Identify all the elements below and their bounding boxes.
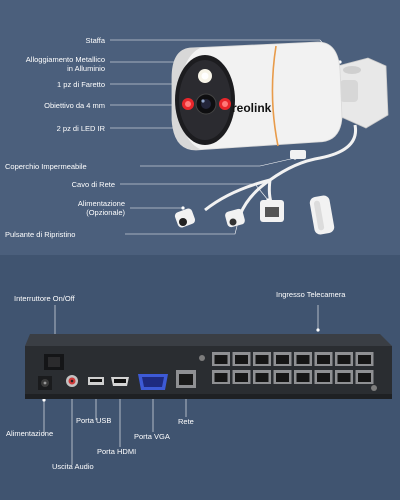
screw	[199, 355, 205, 361]
poe-port-socket	[296, 373, 310, 382]
reset-button	[225, 208, 245, 228]
label-porta-usb: Porta USB	[76, 416, 112, 425]
label-interruttore: Interruttore On/Off	[14, 294, 75, 303]
label-uscita-audio: Uscita Audio	[52, 462, 94, 471]
poe-port-socket	[317, 355, 330, 364]
power-switch	[44, 354, 64, 370]
label-rete: Rete	[178, 417, 194, 426]
label-ripristino: Pulsante di Ripristino	[5, 230, 76, 239]
poe-port-socket	[358, 355, 371, 364]
screw-2	[371, 385, 377, 391]
dc-power-input	[38, 376, 52, 390]
poe-port-socket	[255, 373, 269, 382]
label-alimentazione-line2: (Opzionale)	[86, 208, 125, 217]
label-ingresso-telecamera: Ingresso Telecamera	[276, 290, 346, 299]
cable-coupler	[290, 150, 306, 159]
label-nvr-alimentazione: Alimentazione	[6, 429, 54, 438]
lan-port	[176, 370, 196, 388]
poe-port-socket	[276, 355, 289, 364]
audio-output	[66, 375, 78, 387]
poe-port-socket	[317, 373, 330, 382]
label-alloggiamento-line1: Alloggiamento Metallico	[25, 55, 105, 64]
power-plug	[174, 208, 196, 228]
poe-port-socket	[235, 373, 248, 382]
label-alimentazione-line1: Alimentazione	[77, 199, 125, 208]
label-porta-hdmi: Porta HDMI	[97, 447, 137, 456]
poe-port-socket	[255, 355, 269, 364]
brand-logo: reolink	[232, 101, 272, 115]
network-connector	[260, 200, 284, 222]
poe-port-socket	[296, 355, 310, 364]
nvr-top	[25, 334, 392, 346]
label-alloggiamento-line2: in Alluminio	[67, 64, 105, 73]
poe-port-socket	[214, 355, 228, 364]
camera-body	[171, 41, 343, 151]
vga-port	[138, 374, 168, 390]
hdmi-port	[111, 377, 129, 386]
poe-port-socket	[276, 373, 289, 382]
poe-port-socket	[337, 373, 351, 382]
label-porta-vga: Porta VGA	[134, 432, 170, 441]
waterproof-cap	[309, 195, 335, 235]
label-obiettivo: Obiettivo da 4 mm	[44, 101, 105, 110]
poe-port-socket	[214, 373, 228, 382]
poe-port-socket	[235, 355, 248, 364]
poe-port-socket	[337, 355, 351, 364]
label-led-ir: 2 pz di LED IR	[56, 124, 105, 133]
usb-port	[88, 377, 104, 385]
label-faretto: 1 pz di Faretto	[57, 80, 105, 89]
poe-port-socket	[358, 373, 371, 382]
label-staffa: Staffa	[85, 36, 105, 45]
label-cavo-rete: Cavo di Rete	[71, 180, 115, 189]
label-coperchio: Coperchio Impermeabile	[5, 162, 87, 171]
